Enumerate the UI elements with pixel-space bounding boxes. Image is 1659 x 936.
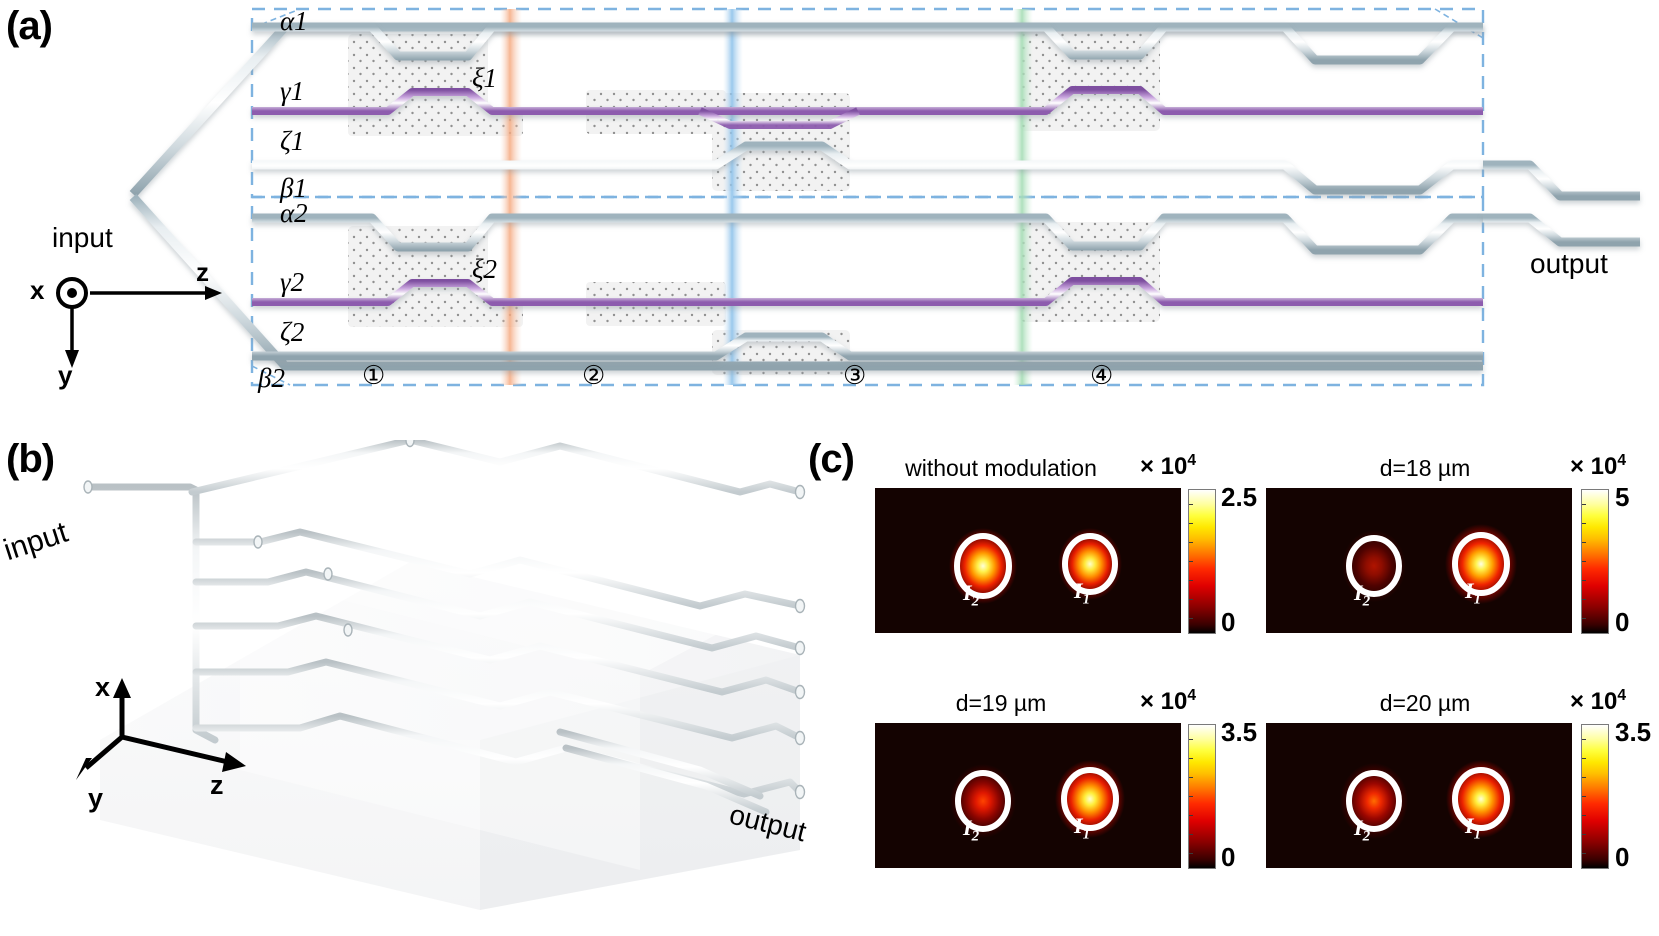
- label-alpha1: α1: [280, 6, 308, 36]
- heatmap-4-spot-I1: I1: [1465, 813, 1482, 843]
- panel-c-letter: (c): [808, 437, 855, 481]
- label-zeta2: ζ2: [280, 317, 305, 347]
- heatmap-3-spot-I1: I1: [1074, 813, 1091, 843]
- stage-marker-3: ③: [843, 361, 867, 391]
- colorbar-2-min: 0: [1615, 607, 1630, 637]
- label-beta1: β1: [280, 173, 307, 203]
- panel-a-axis-z: z: [196, 257, 209, 287]
- panel-a-axis-y: y: [58, 360, 73, 390]
- panel-b-3d-render: [76, 440, 806, 910]
- colorbar-4-exponent: × 104: [1570, 687, 1627, 715]
- heatmap-2-spot-I1: I1: [1465, 578, 1482, 608]
- heatmap-1-spot-I2: I2: [963, 580, 980, 610]
- panel-a-input-label: input: [52, 222, 113, 253]
- heatmap-2-spot-I2: I2: [1354, 580, 1371, 610]
- heatmap-image-2: [1266, 488, 1572, 633]
- colorbar-2: [1581, 489, 1609, 634]
- stage-marker-4: ④: [1090, 361, 1114, 391]
- panel-a-axis-x: x: [30, 275, 45, 305]
- colorbar-2-exponent: × 104: [1570, 452, 1627, 480]
- panel-a-schematic: [35, 7, 1640, 387]
- stage-marker-2: ②: [582, 361, 606, 391]
- colorbar-4: [1581, 724, 1609, 869]
- colorbar-3-exponent: × 104: [1140, 687, 1197, 715]
- colorbar-3-max: 3.5: [1221, 717, 1258, 747]
- colorbar-3-min: 0: [1221, 842, 1236, 872]
- label-xi1: ξ1: [472, 63, 498, 93]
- colorbar-1-min: 0: [1221, 607, 1236, 637]
- colorbar-1: [1188, 489, 1216, 634]
- panel-a-letter: (a): [6, 4, 53, 48]
- colorbar-1-max: 2.5: [1221, 482, 1258, 512]
- colorbar-3: [1188, 724, 1216, 869]
- label-beta2: β2: [258, 363, 285, 393]
- label-alpha2: α2: [280, 198, 308, 228]
- panel-b-letter: (b): [6, 437, 55, 481]
- panel-a-output-label: output: [1530, 248, 1608, 279]
- colorbar-4-min: 0: [1615, 842, 1630, 872]
- panel-b-axis-z: z: [210, 770, 224, 800]
- label-gamma2: γ2: [280, 267, 305, 297]
- heatmap-image-4: [1266, 723, 1572, 868]
- stage-marker-1: ①: [362, 361, 386, 391]
- heatmap-4-spot-I2: I2: [1354, 815, 1371, 845]
- heatmap-image-3: [875, 723, 1181, 868]
- panel-b-axis-y: y: [88, 783, 104, 813]
- colorbar-4-max: 3.5: [1615, 717, 1652, 747]
- heatmap-image-1: [875, 488, 1181, 633]
- colorbar-2-max: 5: [1615, 482, 1630, 512]
- label-gamma1: γ1: [280, 76, 305, 106]
- panel-b-axis-x: x: [95, 672, 111, 702]
- heatmap-1-spot-I1: I1: [1074, 578, 1091, 608]
- colorbar-1-exponent: × 104: [1140, 452, 1197, 480]
- label-xi2: ξ2: [472, 254, 498, 284]
- heatmap-3-spot-I2: I2: [963, 815, 980, 845]
- label-zeta1: ζ1: [280, 126, 305, 156]
